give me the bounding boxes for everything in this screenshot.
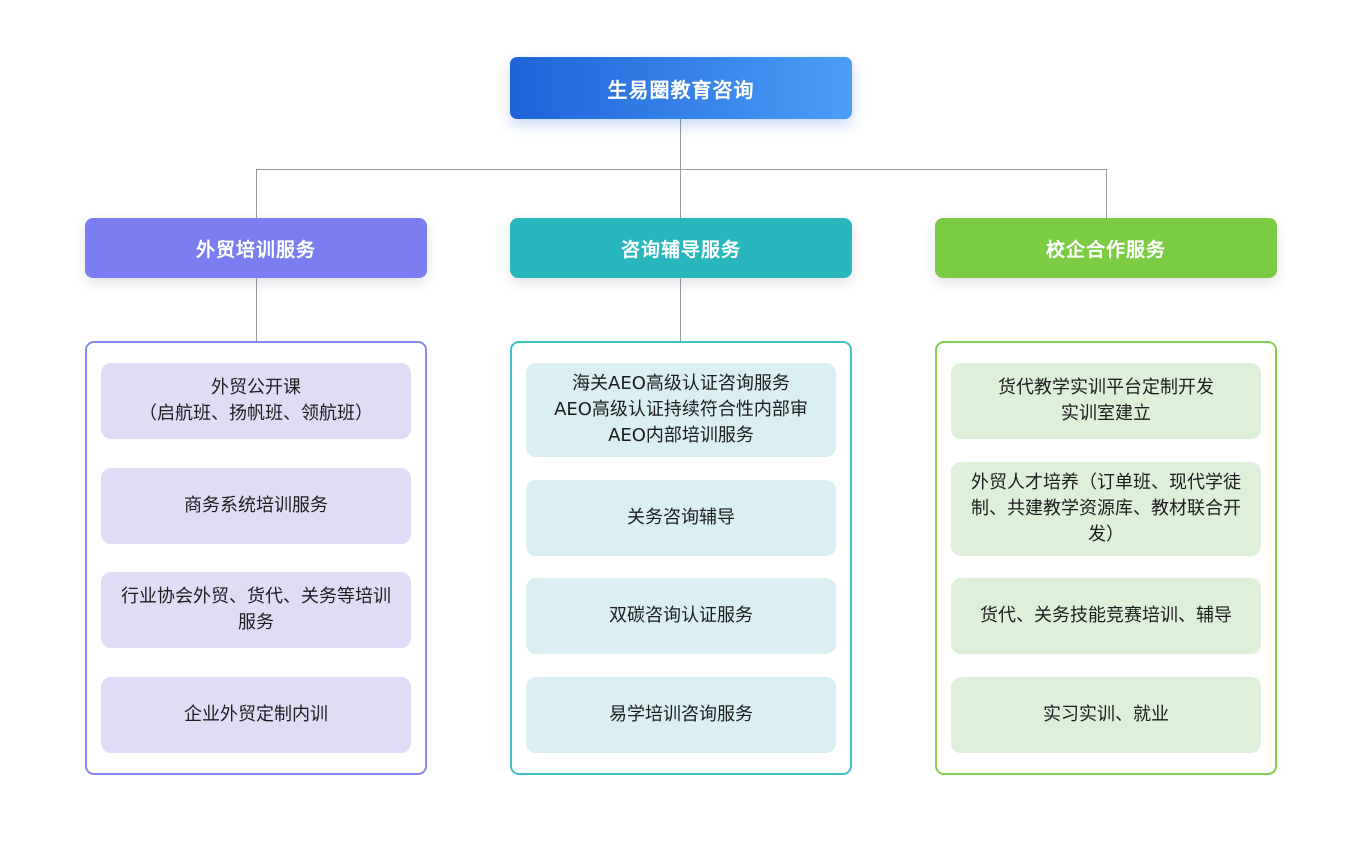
service-item: 关务咨询辅导 (526, 479, 836, 556)
connector-line-left-header-to-list (256, 278, 257, 341)
root-node: 生易圈教育咨询 (510, 57, 852, 119)
connector-line-middle-header-to-list (680, 278, 681, 341)
service-item: 商务系统培训服务 (101, 467, 411, 544)
service-item: 货代教学实训平台定制开发 实训室建立 (951, 363, 1261, 439)
service-item: 易学培训咨询服务 (526, 676, 836, 753)
root-node-label: 生易圈教育咨询 (607, 77, 755, 102)
branch-list-trade-training: 外贸公开课 （启航班、扬帆班、领航班） 商务系统培训服务 行业协会外贸、货代、关… (85, 341, 427, 775)
branch-header-trade-training: 外贸培训服务 (85, 218, 427, 278)
service-item: 实习实训、就业 (951, 676, 1261, 753)
branch-header-label: 外贸培训服务 (195, 238, 316, 261)
service-item: 企业外贸定制内训 (101, 676, 411, 753)
service-item: 行业协会外贸、货代、关务等培训服务 (101, 572, 411, 649)
branch-header-consulting: 咨询辅导服务 (510, 218, 852, 278)
connector-line-drop-middle (680, 169, 681, 218)
connector-line-root-stem (680, 119, 681, 169)
service-item: 双碳咨询认证服务 (526, 578, 836, 655)
branch-list-consulting: 海关AEO高级认证咨询服务 AEO高级认证持续符合性内部审 AEO内部培训服务 … (510, 341, 852, 775)
connector-line-drop-right (1106, 169, 1107, 218)
service-item: 海关AEO高级认证咨询服务 AEO高级认证持续符合性内部审 AEO内部培训服务 (526, 363, 836, 457)
service-item: 货代、关务技能竞赛培训、辅导 (951, 578, 1261, 655)
service-item: 外贸人才培养（订单班、现代学徒制、共建教学资源库、教材联合开发） (951, 461, 1261, 556)
connector-line-horizontal (256, 169, 1107, 170)
branch-header-label: 校企合作服务 (1045, 238, 1166, 261)
branch-header-school-enterprise: 校企合作服务 (935, 218, 1277, 278)
connector-line-drop-left (256, 169, 257, 218)
service-item: 外贸公开课 （启航班、扬帆班、领航班） (101, 363, 411, 439)
branch-header-label: 咨询辅导服务 (620, 238, 741, 261)
branch-list-school-enterprise: 货代教学实训平台定制开发 实训室建立 外贸人才培养（订单班、现代学徒制、共建教学… (935, 341, 1277, 775)
